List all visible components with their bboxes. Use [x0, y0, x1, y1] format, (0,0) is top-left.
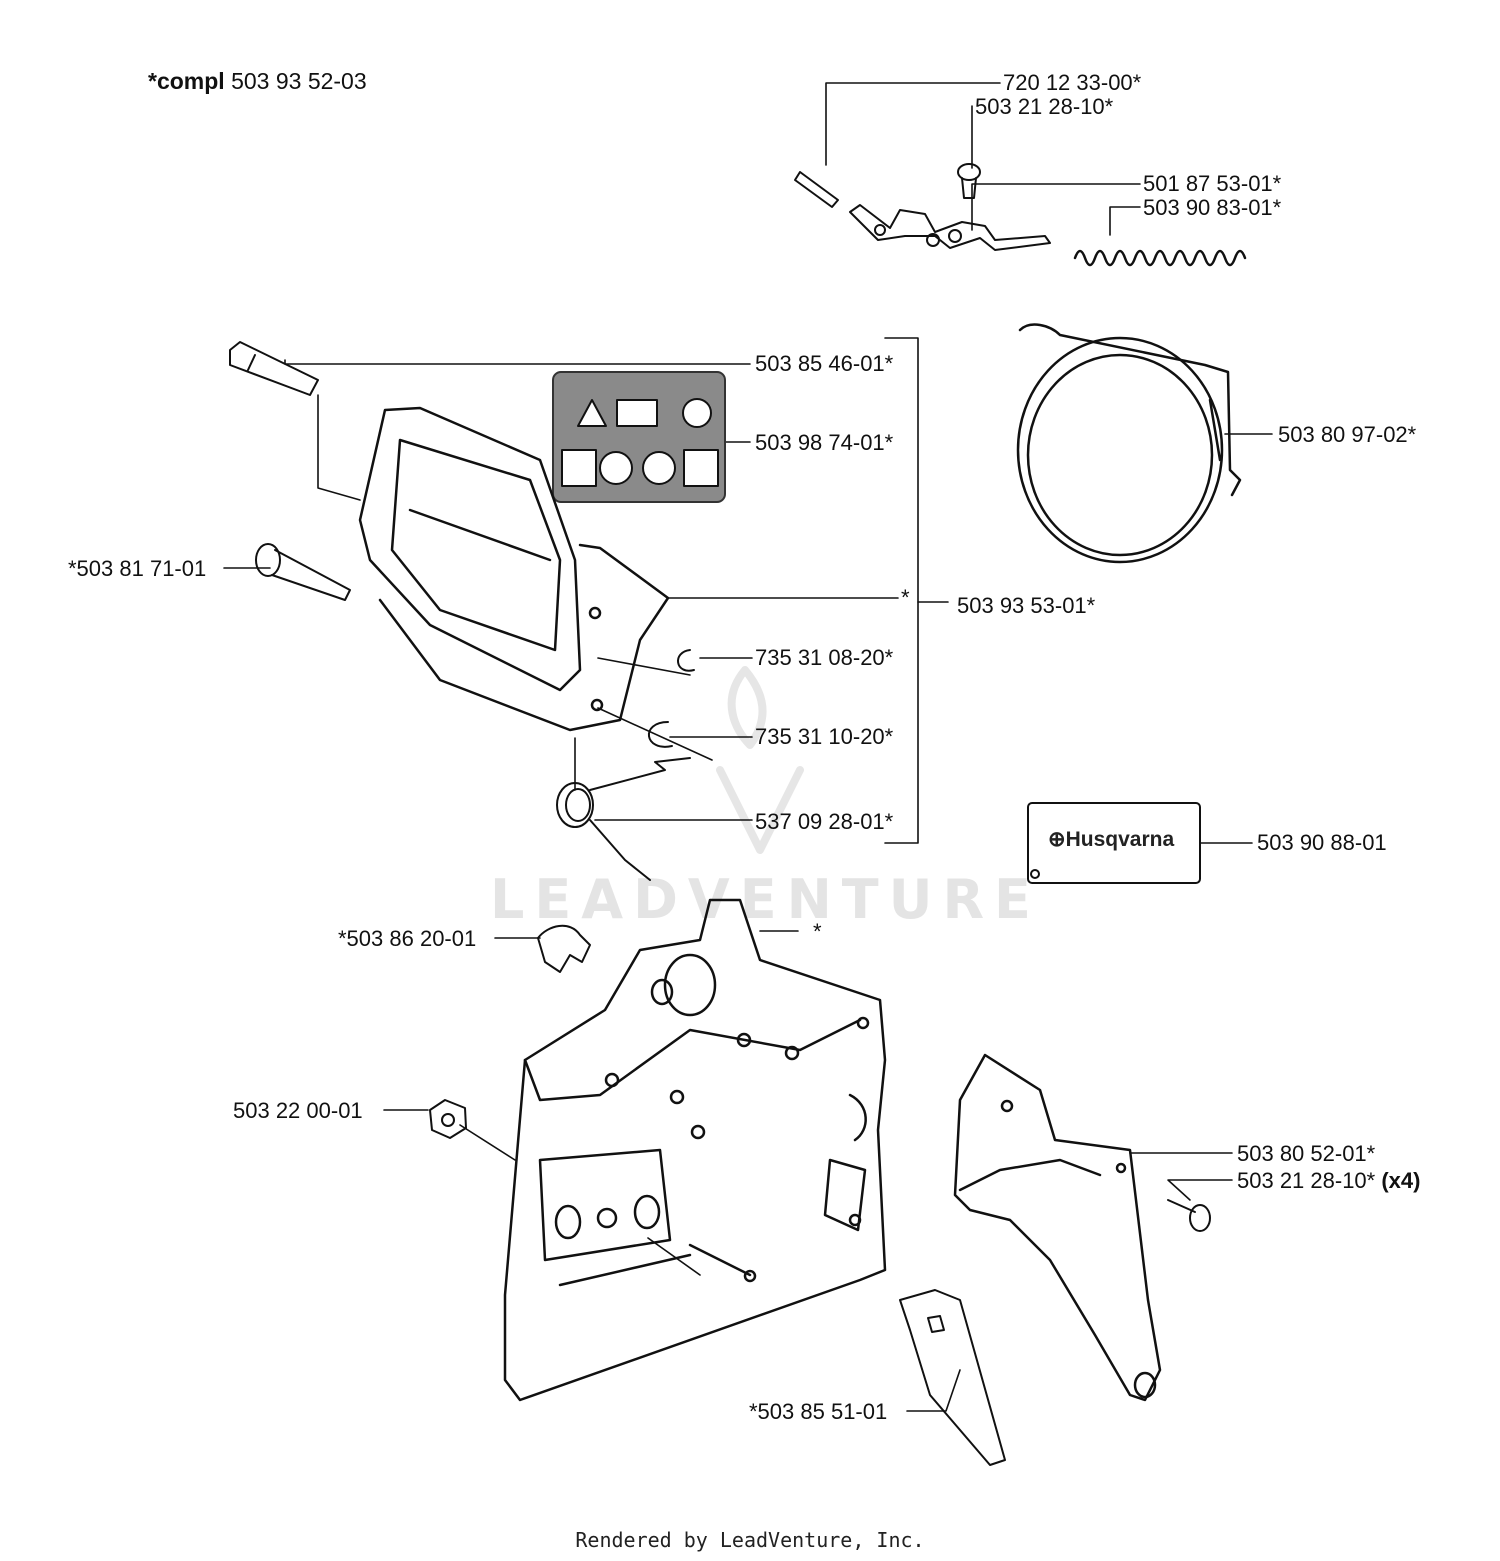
part-label-star-1[interactable]: *	[901, 585, 910, 610]
husqvarna-crown-icon: ⊕	[1048, 828, 1066, 851]
circlip-small-part	[677, 649, 695, 672]
part-label-503-21-28-10-x4[interactable]: 503 21 28-10* (x4)	[1237, 1168, 1421, 1193]
part-label-503-21-28-10-top[interactable]: 503 21 28-10*	[975, 94, 1114, 119]
clutch-cover-part	[503, 898, 887, 1402]
chain-brake-handle-part	[358, 406, 670, 732]
clip-part	[537, 924, 591, 973]
husqvarna-decal-part	[1027, 802, 1201, 884]
part-label-star-2[interactable]: *	[813, 919, 822, 944]
part-label-503-90-88-01[interactable]: 503 90 88-01	[1257, 830, 1387, 855]
screw-x4-part	[1167, 1199, 1211, 1232]
part-label-503-90-83-01[interactable]: 503 90 83-01*	[1143, 195, 1282, 220]
husqvarna-decal-text: ⊕Husqvarna	[1048, 828, 1175, 851]
part-label-503-80-97-02[interactable]: 503 80 97-02*	[1278, 422, 1417, 447]
chain-catcher-part	[899, 1289, 1006, 1466]
screw-part	[957, 163, 981, 199]
watermark-logo	[716, 666, 804, 854]
part-label-503-93-53-01[interactable]: 503 93 53-01*	[957, 593, 1096, 618]
part-label-503-22-00-01[interactable]: 503 22 00-01	[233, 1098, 363, 1123]
part-label-501-87-53-01[interactable]: 501 87 53-01*	[1143, 171, 1282, 196]
guide-pin-part	[229, 341, 319, 396]
nut-part	[429, 1099, 467, 1139]
part-label-735-31-10-20[interactable]: 735 31 10-20*	[755, 724, 894, 749]
spring-part	[1073, 249, 1247, 267]
part-label-503-86-20-01[interactable]: *503 86 20-01	[338, 926, 477, 951]
part-label-503-80-52-01[interactable]: 503 80 52-01*	[1237, 1141, 1376, 1166]
shoulder-bolt-part	[255, 543, 351, 601]
part-label-503-81-71-01[interactable]: *503 81 71-01	[68, 556, 207, 581]
part-label-503-85-51-01[interactable]: *503 85 51-01	[749, 1399, 888, 1424]
leader-lines	[223, 82, 1273, 1412]
safety-decal-part	[552, 371, 726, 503]
brake-band-part	[1016, 323, 1242, 564]
circlip-large-part	[648, 721, 673, 748]
quantity-badge: (x4)	[1381, 1168, 1421, 1193]
pin-part	[794, 171, 839, 208]
part-label-503-98-74-01[interactable]: 503 98 74-01*	[755, 430, 894, 455]
complete-assembly-label: *compl 503 93 52-03	[148, 68, 367, 94]
chain-guard-part	[953, 1053, 1162, 1402]
watermark: LEADVENTURE	[490, 868, 1041, 931]
part-label-503-85-46-01[interactable]: 503 85 46-01*	[755, 351, 894, 376]
brake-lever-part	[849, 204, 1051, 251]
footer-credit: Rendered by LeadVenture, Inc.	[575, 1528, 925, 1552]
torsion-spring-part	[556, 757, 691, 881]
part-label-720-12-33-00[interactable]: 720 12 33-00*	[1003, 70, 1142, 95]
part-label-735-31-08-20[interactable]: 735 31 08-20*	[755, 645, 894, 670]
part-label-537-09-28-01[interactable]: 537 09 28-01*	[755, 809, 894, 834]
